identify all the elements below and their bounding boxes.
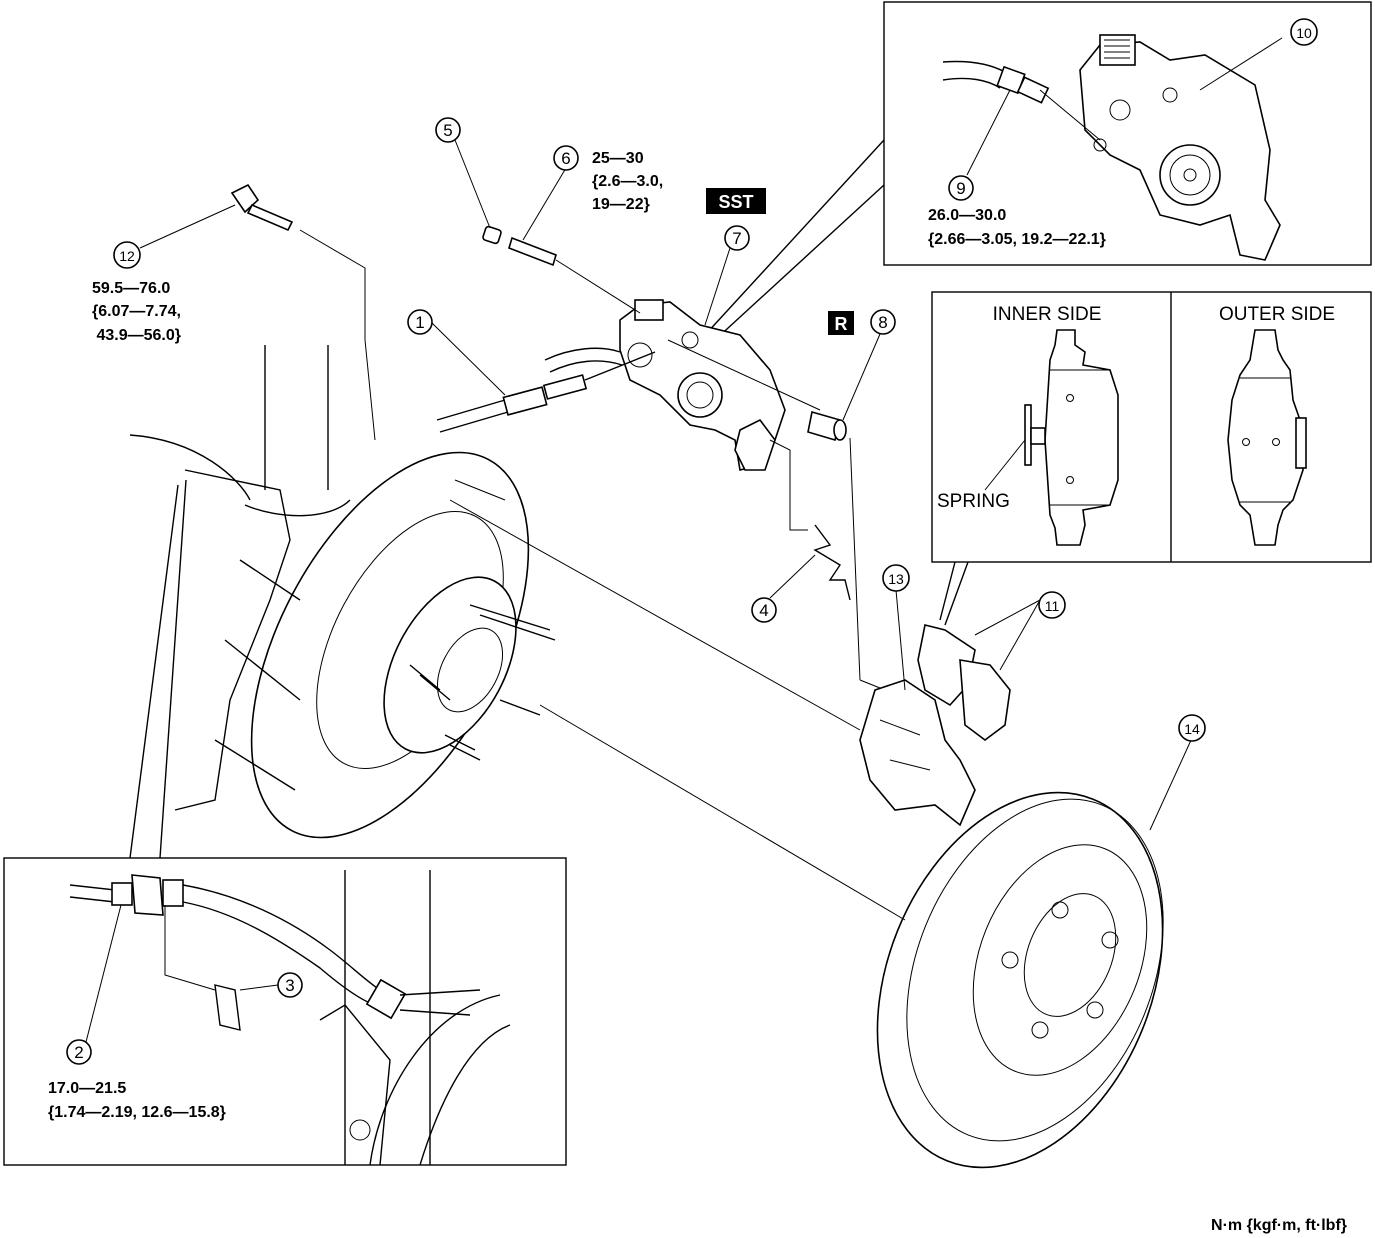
outer-pad-drawing xyxy=(1227,329,1307,546)
callout-4: 4 xyxy=(751,597,777,623)
pad-side-panel xyxy=(931,291,1372,563)
callout-12-text: 12 xyxy=(119,248,135,264)
torque-9: 26.0—30.0 {2.66—3.05, 19.2—22.1} xyxy=(928,207,1106,248)
torque-2: 17.0—21.5 {1.74—2.19, 12.6—15.8} xyxy=(48,1080,226,1121)
sst-tag: SST xyxy=(706,188,766,214)
torque-12: 59.5—76.0 {6.07—7.74, 43.9—56.0} xyxy=(92,280,181,344)
caliper-drawing xyxy=(619,299,786,471)
torque-9-line1: 26.0—30.0 xyxy=(928,207,1006,224)
callout-10-text: 10 xyxy=(1296,25,1312,41)
hose-inset-box xyxy=(3,857,567,1166)
torque-6-line3: 19—22} xyxy=(592,196,650,213)
units-note: N·m {kgf·m, ft·lbf} xyxy=(1211,1217,1347,1234)
callout-9: 9 xyxy=(948,175,974,201)
callout-6-text: 6 xyxy=(561,149,570,168)
callout-13-text: 13 xyxy=(888,571,904,587)
bushing-drawing xyxy=(807,410,847,442)
knuckle-drawing xyxy=(129,345,351,811)
bleeder-cap xyxy=(482,225,502,245)
inset-hose-drawing xyxy=(69,870,511,1166)
callout-13: 13 xyxy=(882,564,910,592)
callout-3: 3 xyxy=(277,972,303,998)
guide-pin xyxy=(508,236,557,267)
replace-tag-text: R xyxy=(835,314,848,334)
callout-4-text: 4 xyxy=(759,601,768,620)
callout-8-text: 8 xyxy=(878,313,887,332)
inner-pad-drawing xyxy=(1024,329,1119,546)
torque-2-line1: 17.0—21.5 xyxy=(48,1080,126,1097)
callout-12: 12 xyxy=(113,241,141,269)
callout-11-text: 11 xyxy=(1045,598,1060,614)
torque-6-line2: {2.6—3.0, xyxy=(592,173,663,190)
brake-pads-drawing xyxy=(917,624,1011,741)
outer-side-label: OUTER SIDE xyxy=(1219,304,1335,325)
callout-3-text: 3 xyxy=(285,976,294,995)
inset-caliper-drawing xyxy=(942,34,1281,261)
caliper-inset-box xyxy=(883,1,1372,266)
callout-5-text: 5 xyxy=(443,121,452,140)
callout-1: 1 xyxy=(407,309,433,335)
callout-2: 2 xyxy=(66,1039,92,1065)
torque-12-line1: 59.5—76.0 xyxy=(92,280,170,297)
callout-11: 11 xyxy=(1038,591,1066,619)
hub-and-shield-drawing xyxy=(250,451,556,839)
callout-14: 14 xyxy=(1178,714,1206,742)
callout-6: 6 xyxy=(553,145,579,171)
torque-12-line3: 43.9—56.0} xyxy=(92,327,181,344)
parking-cable-drawing xyxy=(436,351,656,433)
callout-7-text: 7 xyxy=(732,229,741,248)
torque-9-line2: {2.66—3.05, 19.2—22.1} xyxy=(928,231,1106,248)
caliper-bracket-drawing xyxy=(859,679,976,827)
torque-6-line1: 25—30 xyxy=(592,150,644,167)
callout-2-text: 2 xyxy=(74,1043,83,1062)
sst-tag-text: SST xyxy=(718,192,753,212)
disc-rotor-drawing xyxy=(876,791,1164,1169)
callout-7: 7 xyxy=(724,225,750,251)
callout-9-text: 9 xyxy=(956,179,965,198)
callout-10: 10 xyxy=(1290,18,1318,46)
inner-side-label: INNER SIDE xyxy=(993,304,1102,325)
callout-5: 5 xyxy=(435,117,461,143)
spring-label: SPRING xyxy=(937,491,1010,512)
callout-14-text: 14 xyxy=(1184,721,1200,737)
replace-tag: R xyxy=(828,311,854,335)
hub-bolt-drawing xyxy=(230,183,294,232)
callout-1-text: 1 xyxy=(415,313,424,332)
callout-8: 8 xyxy=(870,309,896,335)
spring-clip xyxy=(813,524,851,601)
torque-2-line2: {1.74—2.19, 12.6—15.8} xyxy=(48,1104,226,1121)
torque-6: 25—30 {2.6—3.0, 19—22} xyxy=(592,150,663,213)
torque-12-line2: {6.07—7.74, xyxy=(92,303,181,320)
